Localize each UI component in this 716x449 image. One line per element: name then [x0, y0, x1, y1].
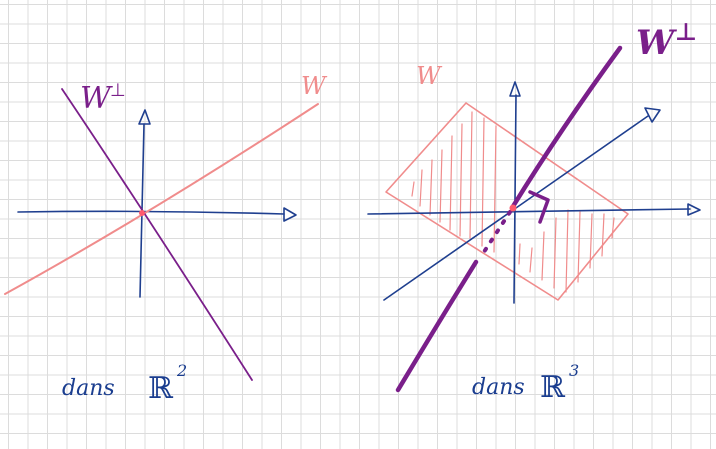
r3-w-plane	[385, 102, 629, 301]
r3-z-arrowhead	[509, 81, 521, 97]
r2-w-perp-line	[61, 88, 253, 381]
r3-origin-point	[509, 204, 517, 212]
r3-right-angle-marker	[528, 190, 550, 224]
r2-perp-symbol: ⊥	[110, 80, 126, 101]
r3-x-arrowhead	[687, 203, 701, 216]
r2-diagram: W ⊥ W dans ℝ 2	[4, 72, 328, 406]
r3-w-label: W	[416, 62, 443, 90]
r2-origin-point	[139, 210, 145, 216]
r3-w-plane-hatching	[411, 111, 615, 293]
r3-w-perp-line-hidden	[478, 210, 512, 260]
r2-x-axis	[17, 210, 285, 215]
r2-x-arrowhead	[283, 207, 297, 222]
r2-caption-prefix: dans	[62, 376, 115, 401]
r2-y-arrowhead	[138, 109, 151, 125]
r2-caption-space: ℝ	[148, 371, 174, 406]
r2-w-line	[4, 103, 319, 295]
r3-w-perp-label: W	[636, 23, 677, 63]
r2-w-perp-label: W	[80, 81, 113, 116]
r2-w-label: W	[301, 72, 328, 100]
r3-w-perp-line-back	[395, 259, 479, 393]
r3-y-axis	[383, 115, 649, 301]
r3-caption-space: ℝ	[540, 370, 566, 405]
r3-diagram: W W ⊥ dans ℝ 3	[367, 18, 701, 405]
r3-w-perp-line-front	[509, 45, 623, 211]
r3-caption-exponent: 3	[569, 361, 579, 380]
r3-perp-symbol: ⊥	[675, 18, 697, 46]
r3-caption-prefix: dans	[472, 375, 525, 400]
r3-x-axis	[367, 208, 691, 215]
r3-y-arrowhead	[644, 107, 661, 123]
r2-caption-exponent: 2	[176, 361, 187, 380]
